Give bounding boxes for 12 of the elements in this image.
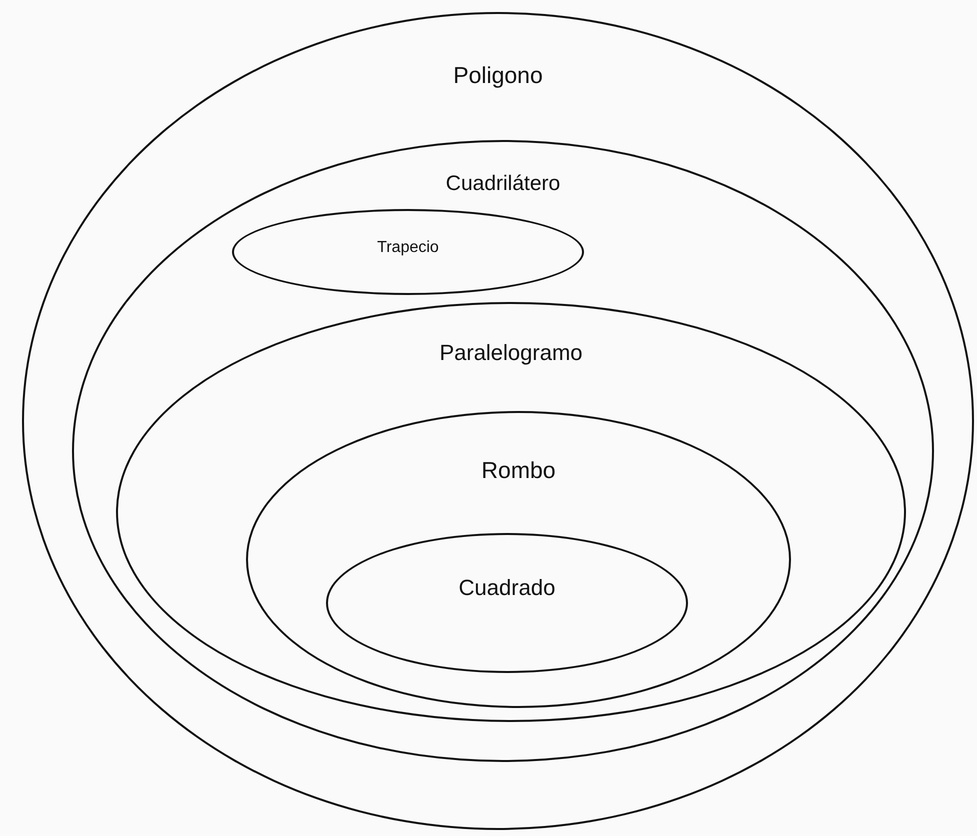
- set-ellipse: [72, 140, 934, 762]
- set-ellipse: [326, 533, 688, 673]
- set-label: Paralelogramo: [438, 340, 584, 366]
- set-label: Poligono: [452, 62, 544, 89]
- set-label: Trapecio: [376, 239, 440, 257]
- set-label: Cuadrilátero: [444, 172, 562, 196]
- set-ellipse: [22, 12, 974, 830]
- set-ellipse: [232, 209, 584, 295]
- set-label: Cuadrado: [458, 575, 556, 601]
- set-label: Rombo: [480, 457, 557, 484]
- set-ellipse: [116, 302, 906, 722]
- set-ellipse: [246, 411, 791, 708]
